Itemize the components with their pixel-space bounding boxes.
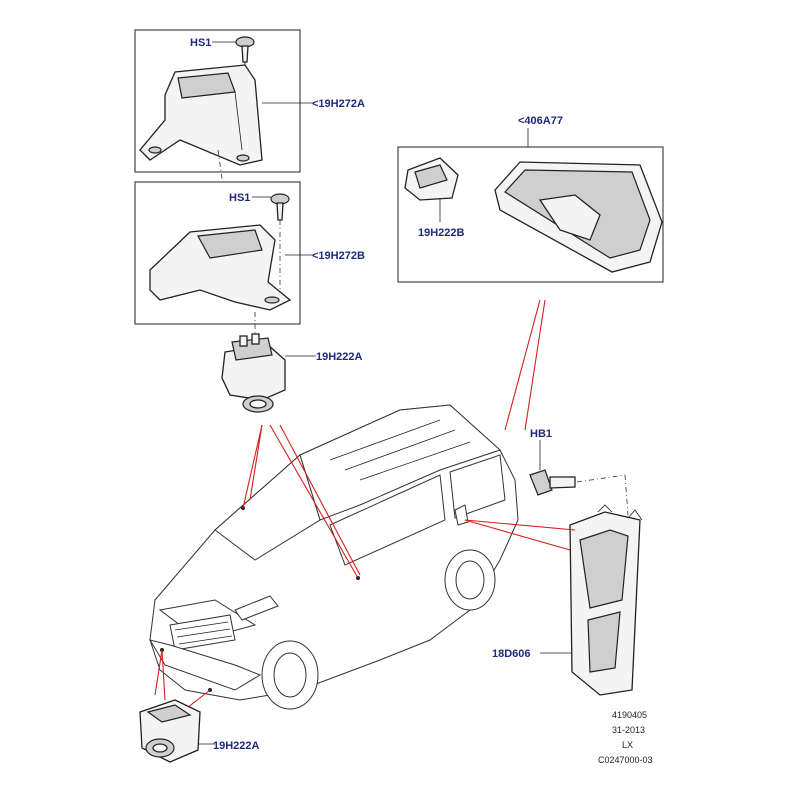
- camera-19h222a-top[interactable]: [221, 333, 286, 413]
- mirror-housing[interactable]: [494, 161, 663, 273]
- callout-hs1-mid: HS1: [229, 192, 250, 204]
- vehicle-illustration: [148, 404, 519, 710]
- camera-19h222a-bottom[interactable]: [139, 699, 201, 763]
- screw-hs1-mid[interactable]: [270, 193, 290, 221]
- module-18d606[interactable]: [569, 504, 643, 696]
- reference-model: LX: [622, 740, 633, 750]
- mirror-assembly-panel: 19H222B: [397, 146, 664, 283]
- red-leaders: [154, 299, 576, 713]
- bolt-hb1[interactable]: [529, 469, 576, 496]
- reference-number: 4190405: [612, 710, 647, 720]
- callout-camera-a-top: 19H222A: [316, 351, 363, 363]
- callout-mirror-assembly: <406A77: [518, 115, 563, 127]
- bracket-a[interactable]: [139, 64, 263, 166]
- callout-module: 18D606: [492, 648, 531, 660]
- bracket-a-panel: HS1: [134, 29, 314, 173]
- reference-code: C0247000-03: [598, 755, 653, 765]
- callout-bolt: HB1: [530, 428, 552, 440]
- callout-camera-a-bottom: 19H222A: [213, 740, 260, 752]
- camera-19h222b[interactable]: [404, 157, 459, 201]
- diagram-reference-block: 4190405 31-2013 LX C0247000-03: [598, 710, 653, 765]
- bracket-b[interactable]: [149, 224, 292, 311]
- reference-date: 31-2013: [612, 725, 645, 735]
- callout-bracket-a: <19H272A: [312, 98, 365, 110]
- callout-bracket-b: <19H272B: [312, 250, 365, 262]
- callout-camera-b: 19H222B: [418, 227, 465, 239]
- bracket-b-panel: HS1: [134, 181, 314, 325]
- callout-hs1-top: HS1: [190, 37, 211, 49]
